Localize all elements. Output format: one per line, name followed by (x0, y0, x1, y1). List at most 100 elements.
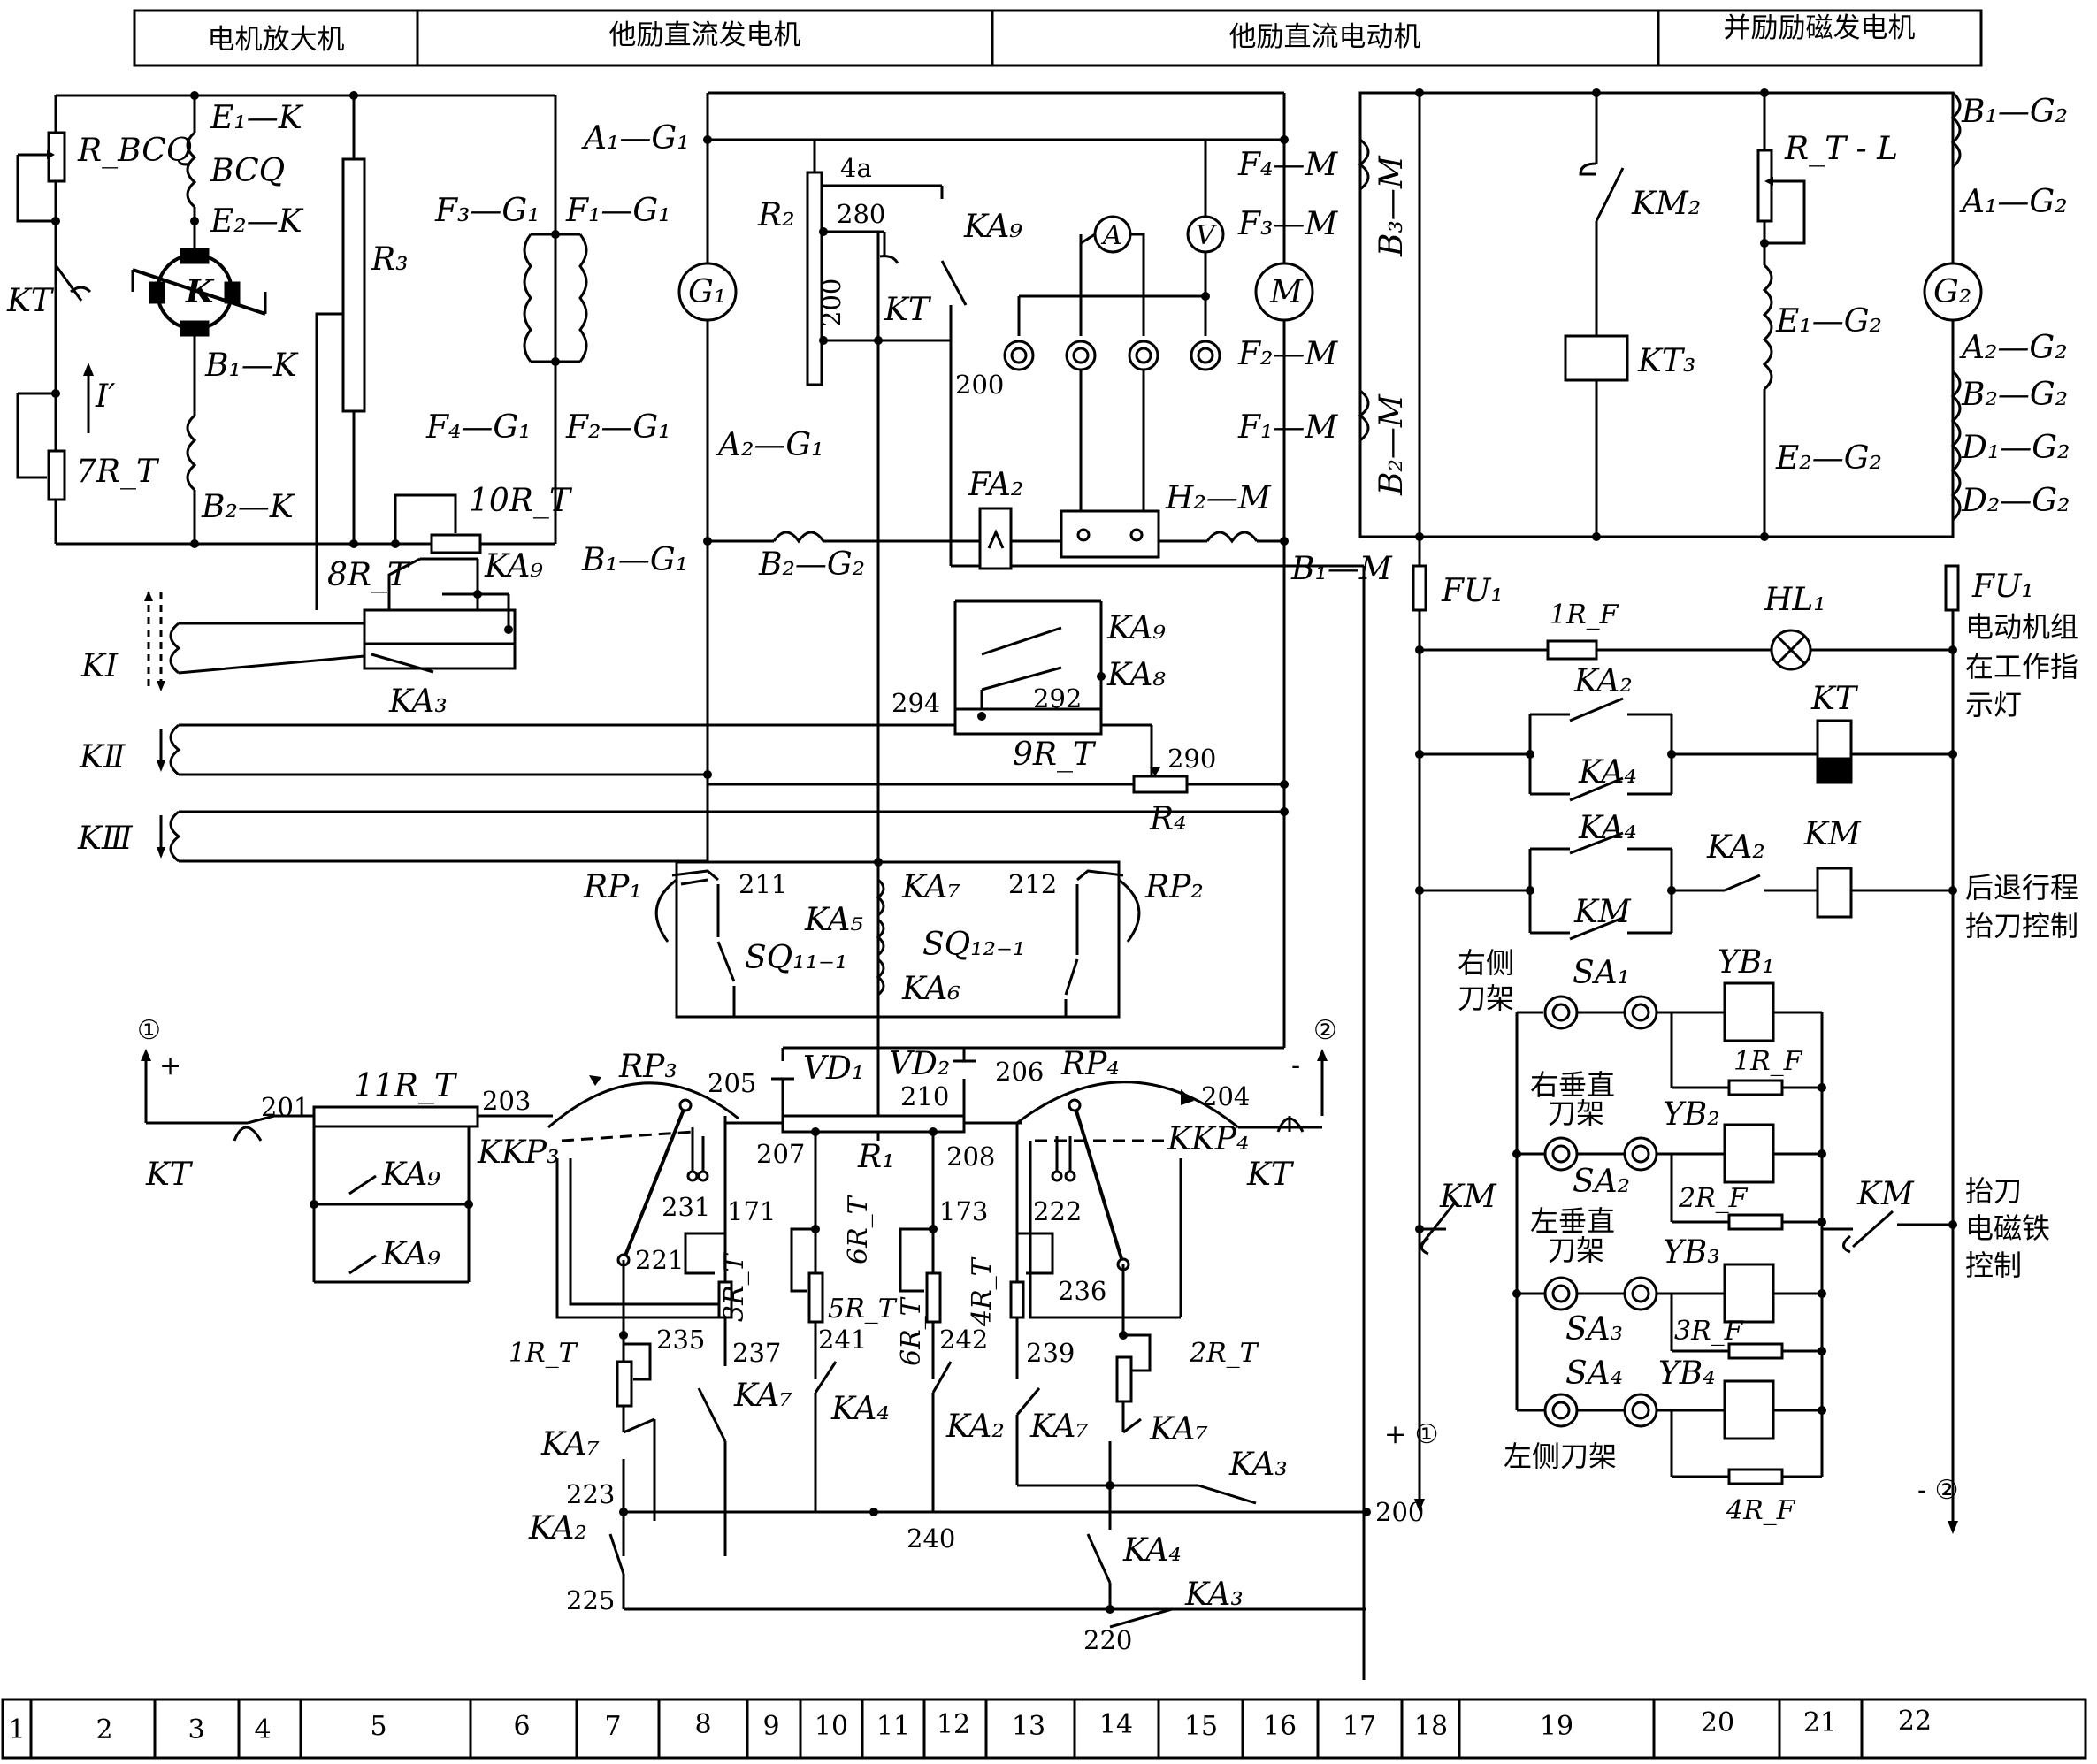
note-retract-1: 后退行程 (1965, 871, 2078, 905)
label-kt-right: KT (1246, 1157, 1295, 1193)
footer-col-14: 14 (1099, 1709, 1133, 1740)
label-235: 235 (656, 1325, 705, 1355)
label-sq11: SQ₁₁₋₁ (745, 940, 847, 976)
label-ka2-mid: KA₂ (945, 1409, 1005, 1445)
label-ka7-l2: KA₇ (733, 1378, 792, 1414)
label-h2m: H₂—M (1165, 480, 1272, 516)
label-200a: 200 (816, 279, 846, 327)
header-bar: 电机放大机 他励直流发电机 他励直流电动机 并励励磁发电机 (133, 9, 1983, 67)
label-yb3: YB₃ (1663, 1234, 1720, 1271)
label-b2g2-bus: B₂—G₂ (758, 546, 865, 583)
label-ka2-r1: KA₂ (1573, 663, 1633, 699)
label-b3m: B₃—M (1374, 155, 1410, 257)
label-241: 241 (818, 1325, 867, 1355)
label-vd2: VD₂ (889, 1046, 950, 1082)
label-k2: KⅡ (79, 739, 126, 775)
label-km-r1: KM (1573, 894, 1632, 930)
label-e1g2: E₁—G₂ (1775, 303, 1882, 340)
footer-col-8: 8 (694, 1709, 711, 1740)
label-294: 294 (892, 688, 940, 718)
label-a2g2: A₂—G₂ (1959, 330, 2068, 366)
label-1rf-top: 1R_F (1550, 599, 1619, 630)
label-d2g2: D₂—G₂ (1961, 483, 2070, 519)
label-225: 225 (566, 1585, 615, 1615)
label-bcq: BCQ (210, 153, 285, 189)
label-r1: R₁ (857, 1139, 895, 1175)
label-231: 231 (662, 1192, 710, 1222)
label-208: 208 (946, 1142, 995, 1172)
note-lamp-1: 电动机组 (1965, 610, 2078, 644)
label-kkp4: KKP₄ (1167, 1121, 1249, 1157)
footer-col-17: 17 (1343, 1711, 1376, 1742)
label-223: 223 (566, 1479, 615, 1509)
label-8rt: 8R_T (327, 557, 411, 593)
note-retract-2: 抬刀控制 (1965, 909, 2078, 943)
label-f4m: F₄—M (1237, 147, 1338, 183)
footer-col-12: 12 (937, 1709, 970, 1740)
label-plus-top: + (159, 1050, 181, 1081)
label-sa4: SA₄ (1565, 1355, 1623, 1392)
label-f3g1: F₃—G₁ (434, 193, 540, 229)
label-rbcq: R_BCQ (77, 133, 192, 169)
label-ka6: KA₆ (901, 971, 960, 1007)
footer-col-4: 4 (254, 1714, 271, 1745)
label-f4g1: F₄—G₁ (425, 409, 532, 446)
label-ka2-r2: KA₂ (1706, 829, 1765, 866)
label-b2m: B₂—M (1374, 393, 1410, 496)
note-lamp-2: 在工作指 (1965, 650, 2078, 683)
note-magnet-1: 抬刀 (1965, 1174, 2022, 1208)
label-204: 204 (1201, 1081, 1250, 1111)
label-201: 201 (261, 1092, 310, 1122)
label-6rt-a: 6R_T (843, 1195, 874, 1264)
label-e2g2: E₂—G₂ (1775, 440, 1882, 477)
label-ka3-bot: KA₃ (1184, 1577, 1244, 1613)
note-left-rest: 左侧刀架 (1504, 1439, 1617, 1473)
label-173: 173 (939, 1196, 988, 1226)
label-ka2-l: KA₂ (528, 1510, 587, 1546)
note-lamp-3: 示灯 (1965, 688, 2022, 722)
label-2rf: 2R_F (1678, 1183, 1749, 1214)
label-a2g1: A₂—G₁ (716, 427, 824, 463)
note-magnet-2: 电磁铁 (1965, 1211, 2050, 1245)
label-2rt: 2R_T (1189, 1338, 1259, 1369)
label-r4: R₄ (1149, 801, 1187, 837)
label-ka9-block: KA₉ (1106, 610, 1166, 646)
label-222: 222 (1033, 1196, 1082, 1226)
label-d1g2: D₁—G₂ (1961, 430, 2070, 466)
label-205: 205 (708, 1068, 756, 1098)
label-kt-coil: KT (1810, 681, 1859, 717)
label-ka8: KA₈ (1106, 657, 1166, 693)
label-b1k: B₁—K (204, 347, 299, 384)
footer-col-15: 15 (1184, 1711, 1218, 1742)
footer-column-bar: 1 2 3 4 5 6 7 8 9 10 11 12 13 14 15 16 1… (1, 1698, 2087, 1760)
label-7rt: 7R_T (76, 454, 160, 490)
footer-col-9: 9 (762, 1711, 779, 1742)
label-ka7-r2: KA₇ (1149, 1411, 1208, 1447)
exciter-section: B₃—M B₂—M KM₂ KT₃ R_T - L E₁—G₂ E₂—G₂ B₁… (1358, 88, 2078, 1534)
label-km-coil: KM (1803, 816, 1862, 852)
note-right-vert-2: 刀架 (1548, 1096, 1604, 1130)
label-km-right: KM (1856, 1176, 1915, 1212)
gen-motor-section: A₁—G₁ G₁ A₂—G₁ B₁—G₁ R₂ 4a 280 KT 200 KA… (581, 91, 1393, 1680)
label-sa1: SA₁ (1573, 955, 1630, 991)
label-rp4: RP₄ (1060, 1046, 1120, 1082)
note-magnet-3: 控制 (1965, 1249, 2022, 1282)
label-203: 203 (482, 1086, 531, 1116)
label-yb1: YB₁ (1718, 944, 1775, 981)
label-b2g2-r: B₂—G₂ (1961, 377, 2068, 413)
label-a1g2: A₁—G₂ (1959, 184, 2068, 220)
label-207: 207 (756, 1139, 805, 1169)
note-left-vert-1: 左垂直 (1530, 1204, 1615, 1238)
label-ka3-amp: KA₃ (388, 683, 448, 720)
label-kt-amp: KT (6, 283, 55, 319)
label-210: 210 (900, 1081, 949, 1111)
label-g1: G₁ (688, 274, 726, 310)
label-ka4-r2: KA₄ (1578, 810, 1637, 846)
label-fa2: FA₂ (968, 467, 1023, 503)
label-r2: R₂ (757, 197, 795, 233)
label-f2g1: F₂—G₁ (565, 409, 671, 446)
label-ka7-l1: KA₇ (540, 1426, 600, 1462)
amplidyne-section: R_BCQ KT 7R_T I′ E₁—K BCQ E₂—K K (6, 91, 1284, 863)
label-221: 221 (635, 1245, 684, 1275)
label-212: 212 (1008, 869, 1057, 899)
